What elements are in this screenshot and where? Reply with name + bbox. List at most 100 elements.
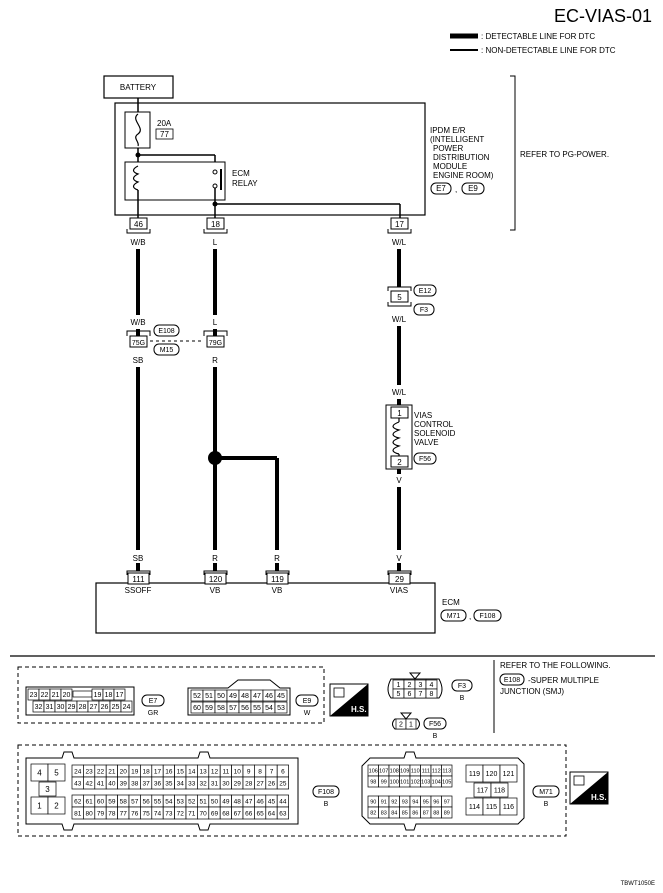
terminal-number: 24 bbox=[123, 704, 131, 711]
ecm-box bbox=[95, 582, 436, 634]
terminal-cell bbox=[405, 718, 417, 730]
connector-tag-label: E9 bbox=[303, 698, 312, 705]
connector-tag bbox=[473, 609, 502, 622]
terminal-number: 48 bbox=[234, 798, 242, 805]
terminal-number: 4 bbox=[37, 768, 42, 777]
ecm-title: ECM bbox=[442, 598, 460, 607]
wire-color-label: V bbox=[396, 476, 402, 485]
terminal-number: 117 bbox=[477, 788, 488, 795]
terminal-number: 3 bbox=[45, 785, 50, 794]
terminal-number: 19 bbox=[131, 768, 139, 775]
ipdm-title-line: MODULE bbox=[433, 162, 467, 171]
hs-badge-fill bbox=[330, 684, 368, 716]
pin-shell bbox=[203, 330, 228, 336]
terminal-number: 96 bbox=[433, 799, 439, 805]
terminal-number: 25 bbox=[112, 704, 120, 711]
connector-tag bbox=[312, 785, 340, 798]
terminal-cell bbox=[274, 689, 288, 702]
connector-tag bbox=[413, 452, 437, 465]
pin-shell bbox=[387, 229, 412, 234]
wire-color-label: R bbox=[212, 356, 218, 365]
terminal-number: 65 bbox=[256, 810, 264, 817]
terminal-number: 69 bbox=[211, 810, 219, 817]
terminal-number: 31 bbox=[211, 780, 219, 787]
terminal-number: 21 bbox=[52, 692, 60, 699]
connector-tag-label: M71 bbox=[539, 789, 553, 796]
terminal-cell bbox=[499, 764, 518, 783]
terminal-cell bbox=[113, 688, 126, 701]
terminal-number: 72 bbox=[177, 810, 185, 817]
connector-face-icon bbox=[573, 775, 585, 786]
terminal-number: 47 bbox=[253, 693, 261, 700]
legend-detectable: : DETECTABLE LINE FOR DTC bbox=[481, 32, 595, 41]
pin-shell bbox=[126, 229, 151, 234]
terminal-number: 43 bbox=[74, 780, 82, 787]
terminal-number: 49 bbox=[229, 693, 237, 700]
terminal-number: 1 bbox=[37, 801, 42, 810]
terminal-cell bbox=[38, 781, 57, 797]
terminal-number: 59 bbox=[205, 705, 213, 712]
terminal-number: 50 bbox=[217, 693, 225, 700]
connector-tag bbox=[153, 324, 180, 337]
terminal-number: 29 bbox=[234, 780, 242, 787]
relay-label-2: RELAY bbox=[232, 179, 258, 188]
valve-label: CONTROL bbox=[414, 420, 454, 429]
terminal-number: 79 bbox=[97, 810, 105, 817]
terminal-number: 70 bbox=[199, 810, 207, 817]
terminal-number: 7 bbox=[270, 768, 274, 775]
terminal-number: 90 bbox=[370, 799, 376, 805]
terminal-number: 73 bbox=[165, 810, 173, 817]
connector-tag-label: F3 bbox=[458, 683, 466, 690]
fuse-amp: 20A bbox=[157, 119, 172, 128]
terminal-number: 15 bbox=[177, 768, 185, 775]
terminal-number: 61 bbox=[85, 798, 93, 805]
terminal-number: 26 bbox=[101, 704, 109, 711]
pin-label: 1 bbox=[397, 409, 402, 418]
lock-tab-icon bbox=[408, 672, 422, 680]
terminal-number: 74 bbox=[154, 810, 162, 817]
terminal-number: 95 bbox=[423, 799, 429, 805]
terminal-cell bbox=[47, 796, 66, 815]
terminal-number: 18 bbox=[142, 768, 150, 775]
valve-label: VIAS bbox=[414, 411, 432, 420]
connector-tag bbox=[461, 182, 485, 195]
connector-tag-label: E108 bbox=[158, 328, 174, 335]
terminal-number: 14 bbox=[188, 768, 196, 775]
figure-code: TBWT1050E bbox=[621, 881, 655, 887]
terminal-number: 27 bbox=[90, 704, 98, 711]
connector-tag bbox=[141, 694, 165, 707]
terminal-cell bbox=[499, 797, 518, 816]
terminal-number: 45 bbox=[268, 798, 276, 805]
wire-color-label: SB bbox=[133, 554, 144, 563]
terminal-number: 47 bbox=[245, 798, 253, 805]
connector-tag bbox=[430, 182, 452, 195]
terminal-name: VB bbox=[272, 586, 283, 595]
terminal-number: 68 bbox=[222, 810, 230, 817]
terminal-number: 56 bbox=[241, 705, 249, 712]
pin-label: 2 bbox=[397, 458, 402, 467]
terminal-number: 101 bbox=[400, 779, 409, 785]
hs-badge-fill bbox=[570, 772, 608, 804]
wire-color-label: W/L bbox=[392, 238, 407, 247]
terminal-number: 94 bbox=[412, 799, 418, 805]
ipdm-title-line: POWER bbox=[433, 144, 463, 153]
terminal-number: 39 bbox=[120, 780, 128, 787]
ipdm-title-line: DISTRIBUTION bbox=[433, 153, 490, 162]
connector-tag bbox=[499, 673, 525, 686]
terminal-cell bbox=[441, 775, 453, 788]
hs-label: H.S. bbox=[351, 705, 367, 714]
pin-shell bbox=[203, 570, 228, 575]
pin-shell bbox=[387, 570, 412, 575]
valve-pin-2 bbox=[390, 455, 409, 468]
connector-tag bbox=[413, 284, 437, 297]
terminal-number: 26 bbox=[268, 780, 276, 787]
legend-nondetectable: : NON-DETECTABLE LINE FOR DTC bbox=[481, 46, 616, 55]
ecm-pin-120 bbox=[204, 572, 227, 585]
connector-color: GR bbox=[148, 710, 159, 717]
separator: , bbox=[455, 185, 457, 194]
wire-color-label: R bbox=[212, 554, 218, 563]
hs-badge: H.S. bbox=[329, 683, 369, 717]
